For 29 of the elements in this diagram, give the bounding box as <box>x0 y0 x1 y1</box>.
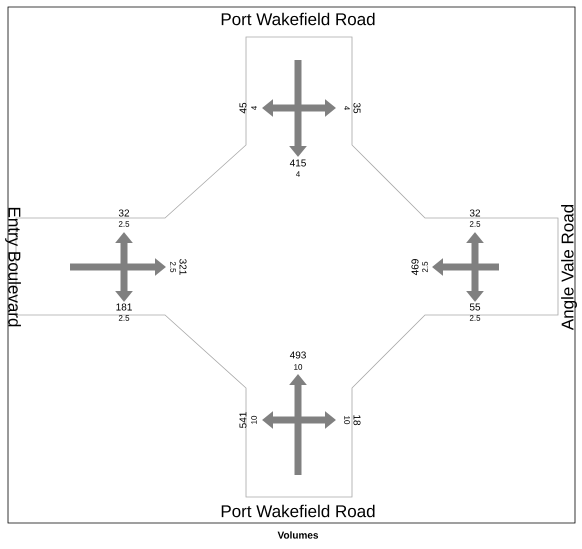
volume-label: 181 <box>116 303 132 311</box>
volume-label: 32 <box>470 209 480 217</box>
percentage-label: 2.5 <box>118 221 130 227</box>
percentage-label: 10 <box>251 416 257 424</box>
percentage-label: 2.5 <box>118 315 130 321</box>
volume-label: 469 <box>411 259 419 276</box>
percentage-label: 4 <box>296 171 300 177</box>
road-name: Entry Boulevard <box>5 208 21 326</box>
percentage-label: 4 <box>344 106 350 110</box>
percentage-label: 2.5 <box>470 221 480 227</box>
percentage-label: 10 <box>294 364 302 370</box>
caption: Volumes <box>278 531 318 539</box>
road-name: Angle Vale Road <box>561 204 577 330</box>
percentage-label: 2.5 <box>470 315 480 321</box>
percentage-label: 4 <box>251 106 257 110</box>
volume-label: 541 <box>240 412 246 428</box>
percentage-label: 2.5 <box>422 262 428 272</box>
volume-label: 321 <box>179 259 187 275</box>
volume-label: 35 <box>353 102 361 114</box>
volume-label: 18 <box>353 415 361 426</box>
volume-label: 415 <box>290 160 306 166</box>
road-name: Port Wakefield Road <box>222 504 374 518</box>
road-name: Port Wakefield Road <box>222 12 374 26</box>
volume-label: 32 <box>118 209 130 217</box>
percentage-label: 2.5 <box>170 262 176 272</box>
volume-label: 45 <box>240 102 246 114</box>
percentage-label: 10 <box>344 416 350 424</box>
volume-label: 55 <box>470 304 480 310</box>
volume-label: 493 <box>290 351 306 359</box>
